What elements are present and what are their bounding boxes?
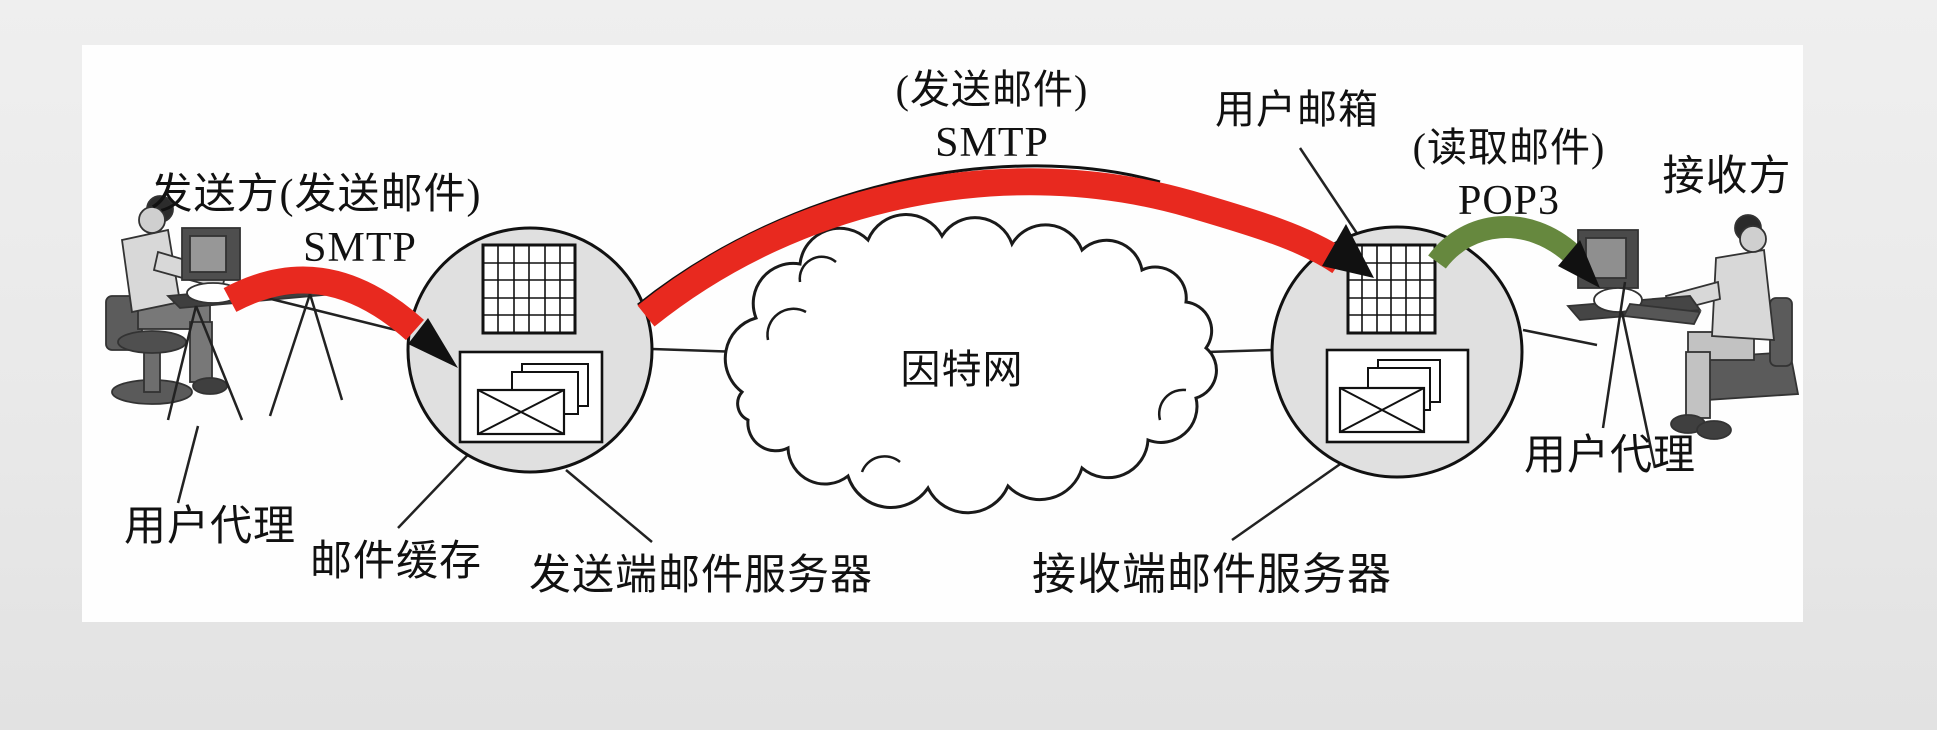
- receiver-desk-leg: [1620, 311, 1657, 469]
- pop3-read-arrowhead: [1558, 240, 1600, 288]
- sender-head: [138, 206, 166, 234]
- user-agent-left-label: 用户代理: [123, 504, 297, 550]
- sender-shin: [189, 321, 213, 383]
- smtp-transfer-arrow: [637, 164, 1374, 327]
- sender-smtp-label: SMTP: [303, 225, 417, 271]
- sender-to-server-line: [254, 293, 409, 335]
- transfer-smtp-label: SMTP: [935, 120, 1049, 166]
- receiver-figure: [1566, 214, 1800, 469]
- user-agent-right-leader: [1601, 281, 1627, 429]
- sending-mail-server: [406, 226, 654, 474]
- receiver-torso: [1711, 248, 1776, 341]
- receiving-mail-server: [1270, 225, 1524, 479]
- receiver-shin: [1685, 351, 1711, 419]
- user-mailbox-label: 用户邮箱: [1215, 87, 1379, 132]
- transfer-note-label: (发送邮件): [895, 67, 1089, 112]
- desk-legs: [166, 293, 344, 421]
- cloud-inner-detail: [766, 255, 1187, 473]
- pop3-read-arrow: [1428, 216, 1600, 288]
- user-agent-right-label: 用户代理: [1523, 433, 1697, 479]
- internet-label: 因特网: [900, 347, 1024, 392]
- smtp-transfer-arrowhead: [1322, 224, 1374, 278]
- smtp-upload-arrow: [223, 266, 458, 368]
- pop3-label: POP3: [1457, 178, 1561, 224]
- stool-seat: [117, 330, 187, 354]
- receiver-shoe-2: [1696, 420, 1732, 440]
- user-agent-left-leader: [176, 425, 200, 504]
- crt-screen: [189, 235, 227, 273]
- mail-cache-envelopes-icon: [458, 350, 604, 444]
- receiver-keyboard: [1622, 303, 1702, 325]
- sender-shoe: [192, 377, 228, 395]
- smtp-upload-arrowhead: [408, 318, 458, 368]
- receiver-title-label: 接收方: [1662, 154, 1792, 200]
- mail-queue-grid-icon: [481, 243, 577, 335]
- sender-title-label: 发送方(发送邮件): [150, 172, 482, 218]
- receiver-head: [1739, 225, 1767, 253]
- sending-server-leader: [565, 469, 653, 543]
- sending-server-label: 发送端邮件服务器: [528, 553, 874, 599]
- mail-cache-label: 邮件缓存: [309, 539, 483, 585]
- internet-cloud-icon: [723, 213, 1218, 515]
- server-to-receiver-line: [1522, 328, 1598, 347]
- receiving-server-label: 接收端邮件服务器: [1032, 550, 1392, 599]
- read-note-label: (读取邮件): [1412, 125, 1606, 170]
- cloud-to-server-line: [1206, 348, 1273, 354]
- mailbox-envelopes-icon: [1325, 348, 1470, 444]
